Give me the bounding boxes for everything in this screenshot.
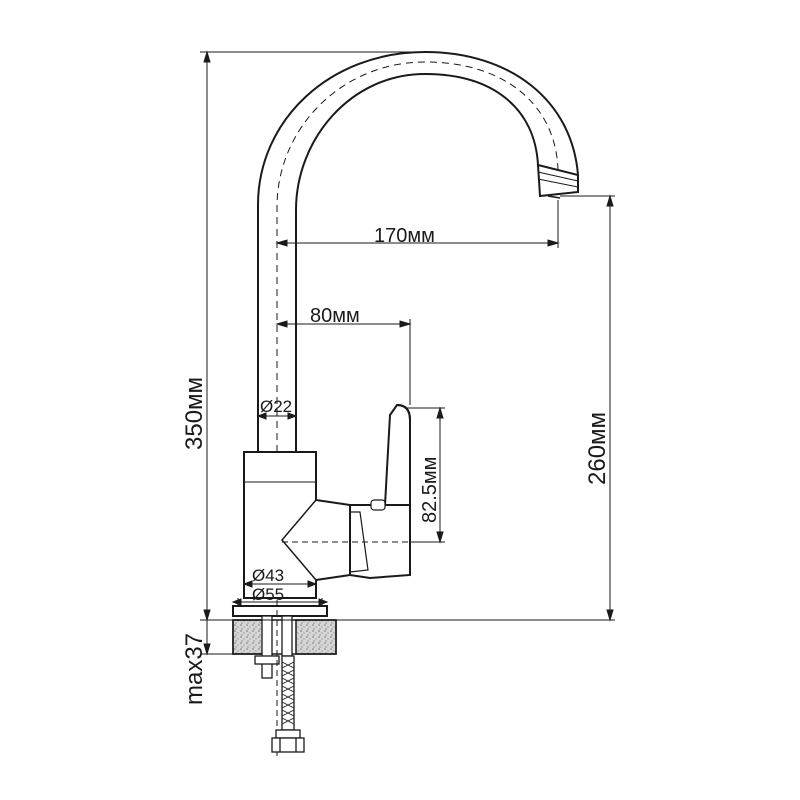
- faucet-body: [243, 403, 411, 599]
- mounting-hardware: [254, 600, 305, 760]
- dim-line-spout-height: [345, 194, 615, 622]
- label-spout-height: 260мм: [584, 412, 611, 485]
- label-spout-reach: 170мм: [374, 225, 435, 247]
- label-body-diameter: Ø43: [252, 566, 284, 585]
- spout-centerline: [276, 61, 559, 452]
- dim-line-handle-height: [282, 406, 445, 544]
- dim-line-base-diameter: [231, 598, 329, 606]
- label-total-height: 350мм: [181, 377, 208, 450]
- dim-line-spout-diameter: [256, 412, 298, 420]
- dim-line-total-height: [200, 50, 425, 622]
- label-handle-reach: 80мм: [310, 305, 360, 327]
- dim-line-spout-reach: [275, 200, 560, 248]
- label-spout-diameter: Ø22: [260, 397, 292, 416]
- label-countertop-max: max37: [181, 633, 208, 705]
- countertop: [232, 619, 337, 655]
- dim-line-countertop: [200, 620, 236, 656]
- spout: [257, 50, 579, 452]
- dim-line-body-diameter: [242, 580, 318, 588]
- dim-line-handle-reach: [275, 319, 412, 405]
- label-handle-height: 82.5мм: [419, 457, 441, 523]
- label-base-diameter: Ø55: [252, 585, 284, 604]
